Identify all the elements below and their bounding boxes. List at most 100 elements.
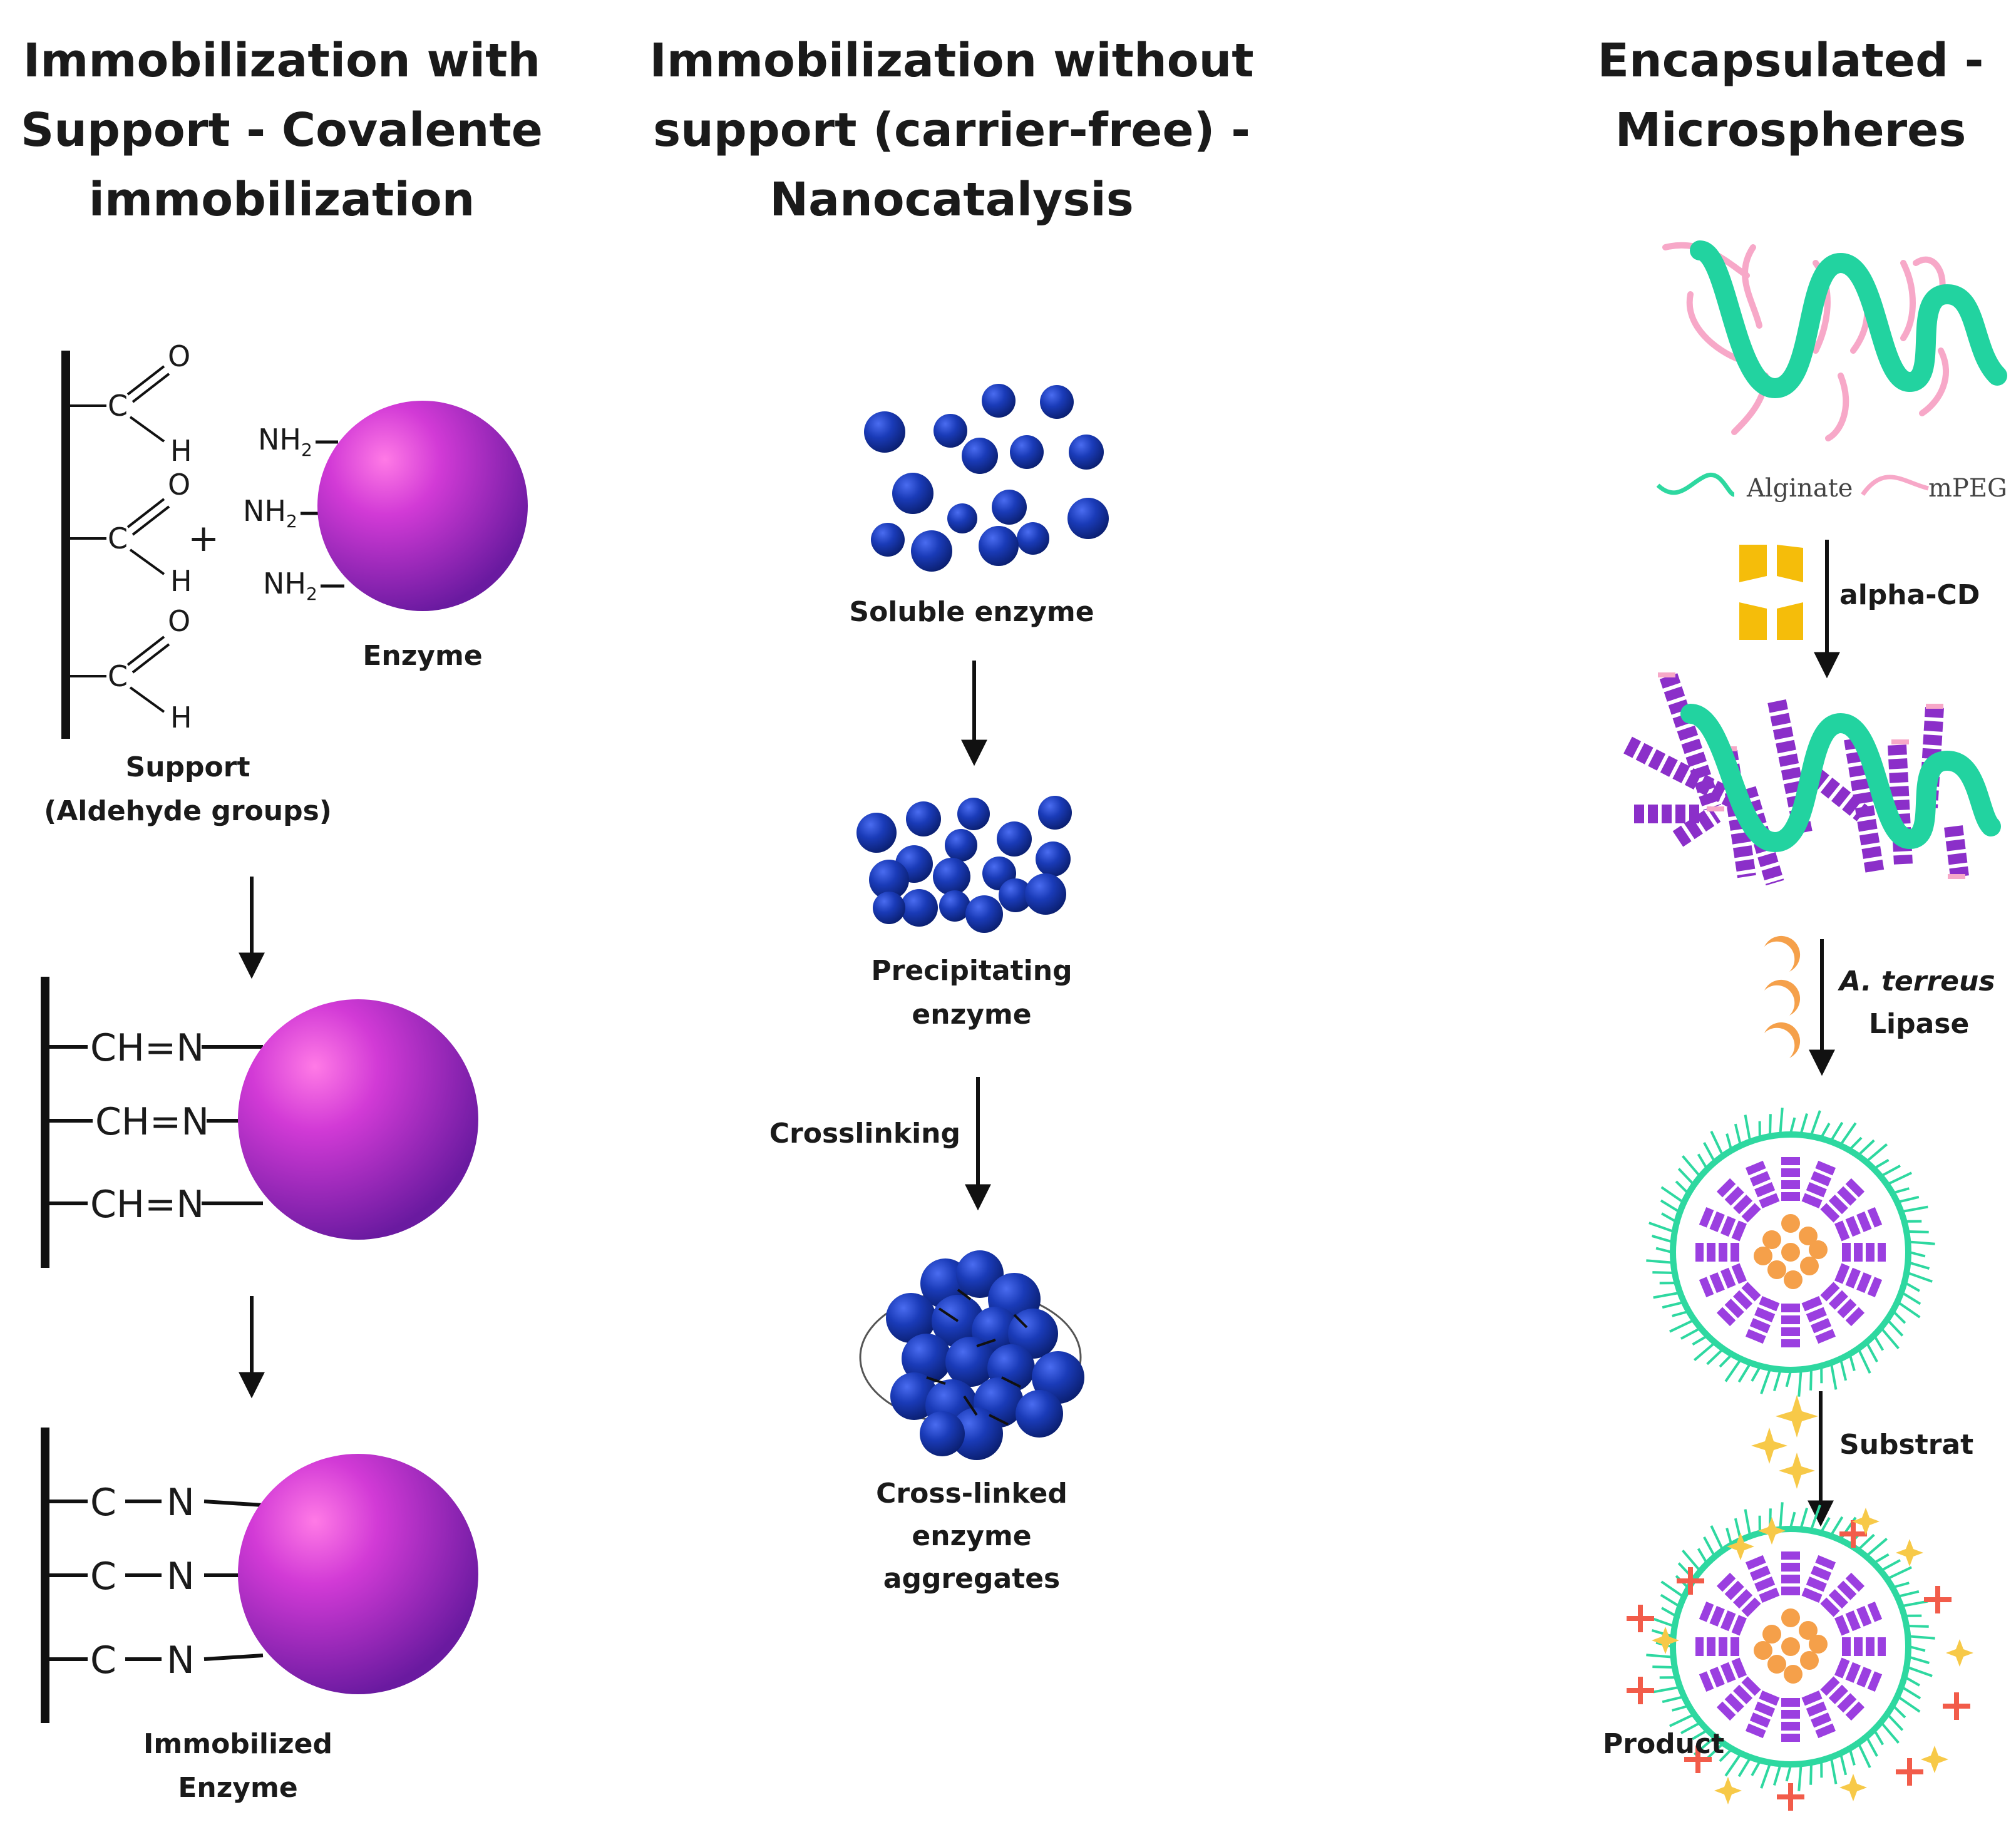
alginate-fiber bbox=[1774, 1371, 1781, 1391]
soluble-enzyme-sphere bbox=[1010, 435, 1044, 469]
enzyme-sphere bbox=[238, 1454, 478, 1694]
alginate-fiber bbox=[1711, 1526, 1722, 1549]
alginate-fiber bbox=[1780, 1108, 1782, 1133]
plus-sign: + bbox=[188, 517, 219, 560]
lipase-particle bbox=[1781, 1214, 1800, 1233]
lipase-particle bbox=[1809, 1240, 1828, 1259]
title-col1-line3: immobilization bbox=[89, 173, 475, 227]
alginate-fiber bbox=[1882, 1560, 1901, 1570]
alginate-fiber bbox=[1662, 1608, 1675, 1616]
soluble-enzyme-sphere bbox=[864, 411, 905, 453]
alginate-fiber bbox=[1683, 1156, 1700, 1176]
lipase-label: Lipase bbox=[1869, 1008, 1969, 1040]
legend-mpeg: mPEG bbox=[1928, 474, 2007, 503]
alginate-fiber bbox=[1676, 1181, 1687, 1193]
alginate-fiber bbox=[1646, 1655, 1672, 1657]
alginate-fiber bbox=[1711, 1131, 1722, 1155]
alginate-fiber bbox=[1859, 1350, 1870, 1373]
alginate-fiber bbox=[1725, 1360, 1741, 1381]
alpha-cd-icon bbox=[1739, 545, 1803, 640]
alginate-fiber bbox=[1821, 1123, 1829, 1137]
alginate-fiber bbox=[1841, 1123, 1856, 1145]
alginate-fiber bbox=[1653, 1687, 1679, 1692]
alginate-fiber bbox=[1898, 1302, 1920, 1317]
alginate-fiber bbox=[1888, 1173, 1911, 1184]
support-label-line1: Support bbox=[126, 751, 250, 783]
alginate-fiber bbox=[1875, 1555, 1888, 1563]
alginate-fiber bbox=[1646, 1260, 1672, 1262]
alginate-fiber bbox=[1888, 1715, 1903, 1730]
alginate-fiber bbox=[1736, 1124, 1741, 1145]
precipitating-enzyme-sphere bbox=[856, 813, 897, 853]
support-with-aldehyde-groups: C O H C O H C O H bbox=[66, 339, 192, 739]
soluble-enzyme-sphere bbox=[892, 473, 933, 514]
enzyme-label: Enzyme bbox=[363, 640, 482, 672]
precipitating-enzyme-sphere bbox=[945, 829, 977, 862]
alginate-fiber bbox=[1850, 1356, 1854, 1371]
title-col2-line2: support (carrier-free) - bbox=[653, 103, 1250, 157]
lipase-particle bbox=[1800, 1651, 1819, 1670]
alginate-fiber bbox=[1909, 1242, 1935, 1243]
alpha-cd-label: alpha-CD bbox=[1839, 579, 1980, 611]
clea-label-line1: Cross-linked bbox=[876, 1478, 1067, 1510]
alginate-fiber bbox=[1894, 1312, 1905, 1323]
substrate-star bbox=[1921, 1746, 1948, 1773]
substrate-star bbox=[1776, 1395, 1818, 1438]
alginate-fiber bbox=[1909, 1263, 1929, 1269]
carbonyl-carbon: C bbox=[108, 659, 128, 693]
alginate-fiber bbox=[1909, 1657, 1929, 1664]
aldehyde-hydrogen: H bbox=[170, 564, 192, 598]
alginate-fiber bbox=[1662, 1697, 1683, 1702]
alginate-fiber bbox=[1746, 1510, 1750, 1535]
substrate-label: Substrat bbox=[1839, 1429, 1973, 1461]
soluble-enzyme-sphere bbox=[1069, 435, 1104, 470]
lipase-particle bbox=[1762, 1625, 1781, 1644]
alginate-fiber bbox=[1831, 1364, 1836, 1390]
lipase-particle bbox=[1784, 1270, 1803, 1289]
alginate-fiber bbox=[1906, 1677, 1920, 1685]
soluble-enzyme-sphere bbox=[947, 503, 977, 533]
alginate-fiber bbox=[1882, 1329, 1899, 1349]
soluble-enzyme-sphere bbox=[1040, 385, 1074, 419]
alginate-fiber bbox=[1670, 1715, 1693, 1726]
alginate-fiber bbox=[1850, 1750, 1854, 1766]
soluble-enzyme-sphere bbox=[979, 526, 1019, 566]
amine-group: NH2 bbox=[263, 567, 317, 604]
substrate-star bbox=[1896, 1539, 1923, 1567]
alginate-fiber bbox=[1898, 1197, 1919, 1202]
cross-linked-aggregate bbox=[860, 1250, 1084, 1460]
alginate-fiber bbox=[1652, 1236, 1672, 1242]
alginate-mpeg-polymer bbox=[1665, 245, 1997, 438]
nitrogen-label: N bbox=[167, 1481, 195, 1525]
alginate-fiber bbox=[1661, 1200, 1679, 1212]
substrate-star bbox=[1779, 1453, 1815, 1489]
title-col3-line2: Microspheres bbox=[1615, 103, 1967, 157]
aldehyde-group: C O H bbox=[70, 468, 192, 598]
alginate-fiber bbox=[1867, 1344, 1877, 1362]
alginate-fiber bbox=[1720, 1356, 1731, 1367]
alginate-fiber bbox=[1811, 1111, 1820, 1135]
alginate-fiber bbox=[1811, 1505, 1820, 1530]
alginate-legend-swatch bbox=[1658, 475, 1734, 495]
enzyme-sphere bbox=[238, 999, 478, 1240]
alginate-fiber bbox=[1801, 1508, 1808, 1528]
lipase-particle bbox=[1809, 1635, 1828, 1654]
alginate-fiber bbox=[1841, 1360, 1846, 1381]
alginate-fiber bbox=[1699, 1154, 1707, 1168]
alginate-fiber bbox=[1739, 1759, 1750, 1777]
alginate-fiber bbox=[1752, 1762, 1760, 1776]
alginate-fiber bbox=[1727, 1528, 1731, 1544]
lipase-particle bbox=[1781, 1243, 1800, 1262]
product-label: Product bbox=[1603, 1728, 1724, 1760]
lipase-particle bbox=[1767, 1655, 1786, 1674]
alginate-fiber bbox=[1662, 1187, 1683, 1202]
title-col2-line3: Nanocatalysis bbox=[769, 173, 1134, 227]
aldehyde-hydrogen: H bbox=[170, 701, 192, 734]
immobilized-label-line1: Immobilized bbox=[143, 1728, 332, 1760]
alginate-fiber bbox=[1875, 1336, 1883, 1350]
substrate-star bbox=[1714, 1777, 1742, 1804]
alginate-fiber bbox=[1850, 1138, 1861, 1149]
title-col1-line2: Support - Covalente bbox=[21, 103, 543, 157]
alginate-fiber bbox=[1903, 1207, 1928, 1212]
alginate-fiber bbox=[1908, 1273, 1932, 1282]
